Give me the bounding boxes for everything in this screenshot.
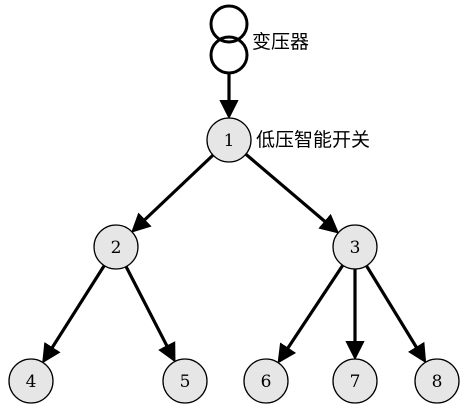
edge-1-to-3 xyxy=(244,152,340,234)
node-circle-6 xyxy=(243,358,289,404)
edge-2-to-4 xyxy=(42,264,106,364)
node-circle-7 xyxy=(332,358,378,404)
nodes: 1 2 3 4 5 6 7 8 xyxy=(8,117,460,404)
node-label-7: 7 xyxy=(350,372,361,392)
node-circle-5 xyxy=(162,358,208,404)
edge-3-to-6 xyxy=(277,264,345,364)
node-label-8: 8 xyxy=(432,372,443,392)
node-label-2: 2 xyxy=(111,238,122,258)
node-7: 7 xyxy=(332,358,378,404)
node-3: 3 xyxy=(332,224,378,270)
node-circle-8 xyxy=(414,358,460,404)
transformer-coil-upper xyxy=(209,4,249,44)
node-label-1: 1 xyxy=(224,131,235,151)
transformer-icon xyxy=(209,4,249,75)
node-4: 4 xyxy=(8,358,54,404)
node-label-4: 4 xyxy=(26,372,37,392)
node-circle-3 xyxy=(332,224,378,270)
edge-1-to-2 xyxy=(131,153,215,233)
node-5: 5 xyxy=(162,358,208,404)
node-label-5: 5 xyxy=(180,372,191,392)
edges xyxy=(42,73,427,364)
node-label-3: 3 xyxy=(350,238,361,258)
edge-3-to-8 xyxy=(365,264,427,364)
node-circle-2 xyxy=(93,224,139,270)
node-2: 2 xyxy=(93,224,139,270)
node-8: 8 xyxy=(414,358,460,404)
node-1: 1 xyxy=(206,117,252,163)
node-label-6: 6 xyxy=(261,372,272,392)
node-circle-1 xyxy=(206,117,252,163)
switch-label: 低压智能开关 xyxy=(256,129,370,151)
transformer-label: 变压器 xyxy=(252,31,309,53)
edge-2-to-5 xyxy=(124,265,176,363)
node-6: 6 xyxy=(243,358,289,404)
node-circle-4 xyxy=(8,358,54,404)
